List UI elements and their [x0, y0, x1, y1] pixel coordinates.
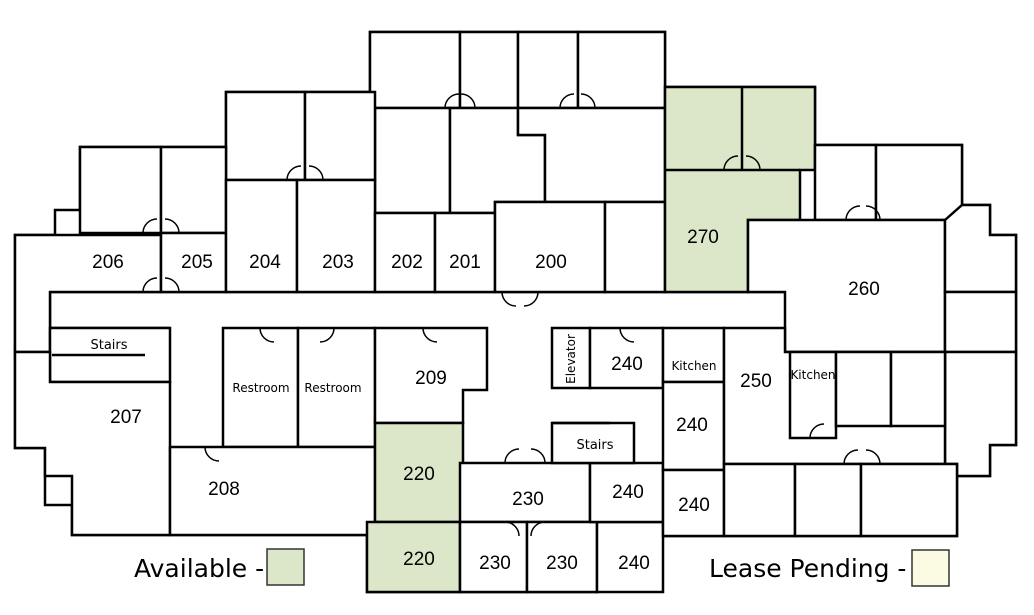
- kitchen-2-label: Kitchen: [790, 368, 835, 382]
- room-230-a-label: 230: [512, 489, 544, 510]
- room-204-label: 204: [249, 252, 281, 273]
- room-labels: 206 205 204 203 202 201 200 270 260 Stai…: [90, 227, 879, 574]
- room-240-e-label: 240: [618, 553, 650, 574]
- room-208-label: 208: [208, 479, 240, 500]
- legend: Available - Lease Pending -: [134, 548, 950, 587]
- legend-available-label: Available -: [134, 554, 264, 583]
- room-220-b-label: 220: [403, 549, 435, 570]
- room-250-label: 250: [740, 371, 772, 392]
- legend-available-swatch: [266, 548, 305, 586]
- legend-pending-label: Lease Pending -: [709, 554, 906, 583]
- elevator-label: Elevator: [564, 334, 578, 384]
- stairs-west-label: Stairs: [90, 338, 127, 353]
- room-240-a-label: 240: [611, 354, 643, 375]
- doors: [142, 93, 881, 537]
- room-240-b-label: 240: [676, 415, 708, 436]
- room-207-label: 207: [110, 407, 142, 428]
- room-260-label: 260: [848, 279, 880, 300]
- room-205-label: 205: [181, 252, 213, 273]
- room-270-label: 270: [687, 227, 719, 248]
- north-rooms: [13, 30, 1018, 478]
- south-rooms: [13, 326, 959, 594]
- restroom-1-label: Restroom: [232, 381, 289, 395]
- room-220-b-area: [365, 520, 462, 594]
- stairs-east-label: Stairs: [576, 438, 613, 453]
- room-240-d-label: 240: [678, 495, 710, 516]
- room-200-label: 200: [535, 252, 567, 273]
- room-209-label: 209: [415, 368, 447, 389]
- restroom-2-label: Restroom: [304, 381, 361, 395]
- room-220-a-label: 220: [403, 464, 435, 485]
- room-201-label: 201: [449, 252, 481, 273]
- room-230-b-label: 230: [479, 553, 511, 574]
- kitchen-1-label: Kitchen: [671, 359, 716, 373]
- legend-pending-swatch: [911, 549, 950, 587]
- room-230-c-label: 230: [546, 553, 578, 574]
- room-202-label: 202: [391, 252, 423, 273]
- room-240-c-label: 240: [612, 482, 644, 503]
- room-203-label: 203: [322, 252, 354, 273]
- room-206-label: 206: [92, 252, 124, 273]
